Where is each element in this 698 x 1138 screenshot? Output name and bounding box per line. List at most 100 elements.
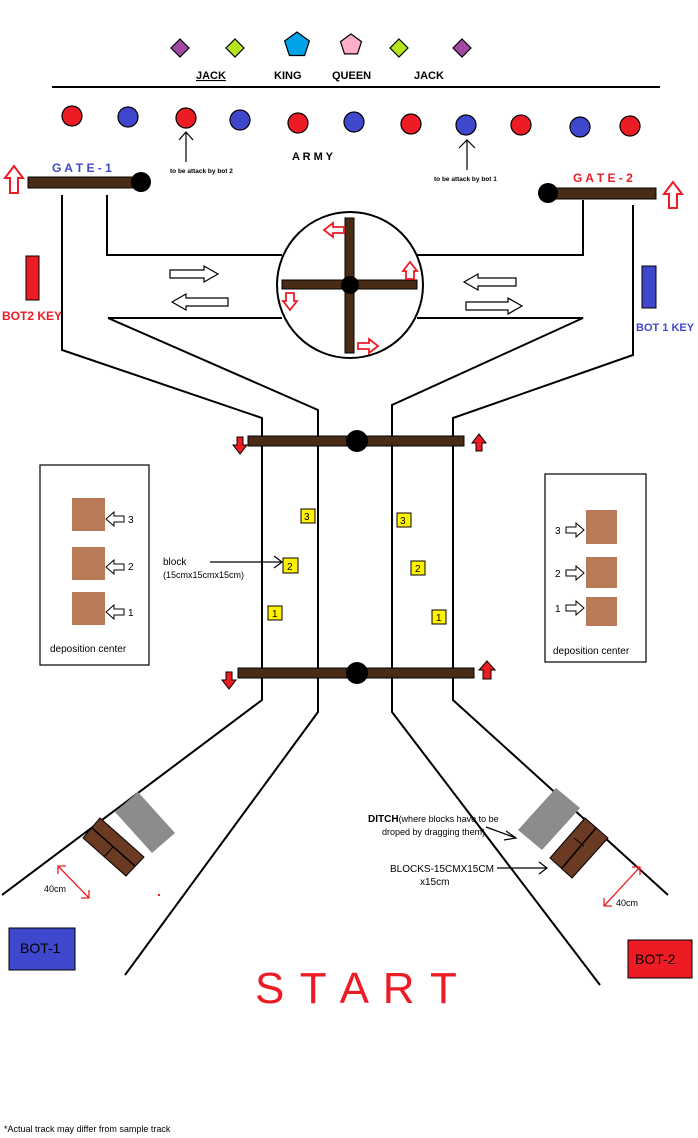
svg-text:2: 2 (555, 569, 561, 580)
jack-piece (170, 38, 190, 58)
bot1-key-label: BOT 1 KEY (636, 322, 695, 334)
army-soldier-blue (455, 114, 477, 136)
svg-text:3: 3 (555, 526, 561, 537)
deposition-label-right: deposition center (553, 646, 630, 657)
svg-text:2: 2 (128, 562, 134, 573)
royals-row (170, 31, 472, 58)
gate2-label: G A T E - 2 (573, 171, 633, 185)
attack-arrow-bot2 (178, 131, 194, 162)
gate-up-arrow-icon (477, 660, 497, 680)
deposition-center-left: 3 2 1 deposition center (39, 464, 150, 666)
army-soldier-red (287, 112, 309, 134)
ditch-annotation-line2: droped by dragging them) (382, 827, 485, 837)
bot2-key (25, 255, 40, 301)
turnstile-pivot (341, 276, 359, 294)
army-row (61, 105, 641, 138)
jack-label-left: JACK (196, 70, 226, 82)
corridor-arrow-left-icon (462, 272, 517, 292)
slot-arrow-icon (565, 521, 585, 539)
ditch-pointer-arrow (485, 826, 518, 841)
army-soldier-red (61, 105, 83, 127)
svg-text:3: 3 (400, 516, 406, 527)
slot-arrow-icon (565, 599, 585, 617)
corridor-arrow-left-icon (170, 292, 229, 312)
ditch-left (115, 792, 175, 853)
gate1-pivot (131, 172, 151, 192)
turnstile-arrow-up-icon (401, 260, 419, 280)
blocks-pointer-arrow (497, 861, 548, 875)
guard-piece (225, 38, 245, 58)
gate1-up-arrow-icon (3, 164, 25, 194)
bot1-label: BOT-1 (20, 940, 61, 956)
block-2-right: 2 (410, 560, 426, 576)
gate1-label: G A T E - 1 (52, 161, 112, 175)
svg-text:2: 2 (415, 564, 421, 575)
width-label-left: 40cm (44, 884, 66, 894)
gate-down-arrow-icon (231, 436, 249, 455)
svg-text:3: 3 (304, 512, 310, 523)
gate1-bar (27, 176, 141, 189)
army-soldier-blue (343, 111, 365, 133)
jack-piece (452, 38, 472, 58)
block-3-right: 3 (396, 512, 412, 528)
gate2-pivot (538, 183, 558, 203)
king-label: KING (274, 70, 302, 82)
upper-track (1, 195, 669, 986)
block-1-left: 1 (267, 605, 283, 621)
corridor-arrow-right-icon (465, 296, 524, 316)
slot-arrow-icon (105, 558, 125, 576)
army-soldier-red (619, 115, 641, 137)
army-soldier-blue (569, 116, 591, 138)
start-label: S T A R T (255, 964, 459, 1013)
footnote: *Actual track may differ from sample tra… (4, 1124, 171, 1134)
middle-gate-lower-pivot (346, 662, 368, 684)
deposition-label-left: deposition center (50, 644, 127, 655)
block-3-left: 3 (300, 508, 316, 524)
middle-gate-upper-pivot (346, 430, 368, 452)
blocks-size-annotation: BLOCKS-15CMX15CM (390, 864, 494, 875)
gate-down-arrow-icon (220, 671, 238, 690)
queen-piece (339, 33, 363, 55)
block-2-left: 2 (282, 557, 299, 574)
block-pointer-arrow (210, 555, 283, 569)
army-soldier-blue (229, 109, 251, 131)
blocks-size-annotation-line2: x15cm (420, 877, 449, 888)
bot2-label: BOT-2 (635, 951, 676, 967)
gate2-up-arrow-icon (662, 180, 684, 209)
army-soldier-blue (117, 106, 139, 128)
slot-arrow-icon (105, 603, 125, 621)
king-piece (283, 31, 311, 57)
army-soldier-red (510, 114, 532, 136)
attack-note-bot2: to be attack by bot 2 (170, 168, 233, 175)
svg-text:2: 2 (287, 562, 293, 573)
crate-left (82, 817, 145, 877)
svg-text:1: 1 (555, 604, 561, 615)
queen-label: QUEEN (332, 70, 371, 82)
ditch-right (518, 788, 580, 850)
block-size-label: (15cmx15cmx15cm) (163, 570, 244, 580)
svg-text:3: 3 (128, 515, 134, 526)
army-soldier-red (175, 107, 197, 129)
deposition-center-right: 3 2 1 deposition center (544, 473, 647, 663)
slot-arrow-icon (105, 510, 125, 528)
block-1-right: 1 (431, 609, 447, 625)
turnstile-arrow-down-icon (281, 292, 299, 312)
bot2-box (627, 939, 693, 979)
bot1-key (641, 265, 657, 309)
slot-arrow-icon (565, 564, 585, 582)
bot1-box (8, 927, 76, 971)
svg-text:1: 1 (436, 613, 442, 624)
crate-right (549, 817, 609, 879)
guard-piece (389, 38, 409, 58)
svg-text:1: 1 (128, 608, 134, 619)
attack-arrow-bot1 (458, 139, 476, 170)
gate-up-arrow-icon (470, 433, 488, 452)
gate2-bar (549, 187, 657, 200)
jack-label-right: JACK (414, 70, 444, 82)
block-label: block (163, 557, 187, 568)
turnstile-arrow-right-icon (357, 337, 380, 355)
svg-text:1: 1 (272, 609, 278, 620)
army-label: A R M Y (292, 151, 334, 163)
width-label-right: 40cm (616, 898, 638, 908)
